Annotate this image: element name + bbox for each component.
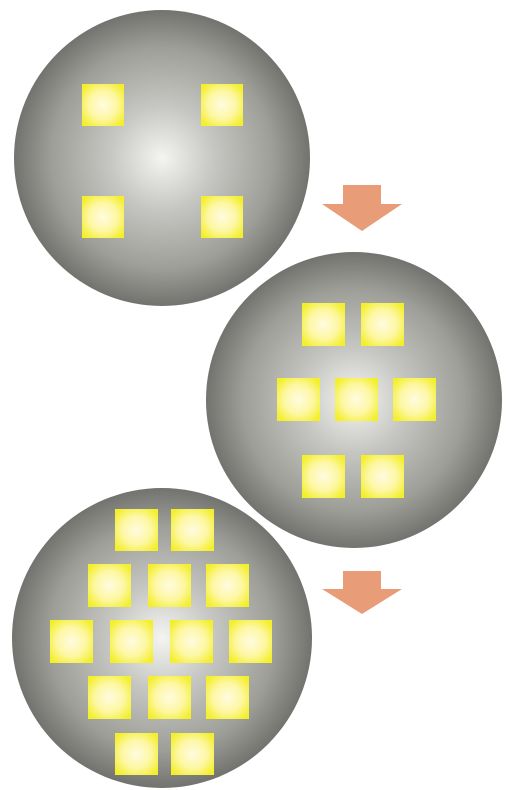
- stage-3-square: [115, 733, 158, 775]
- stage-2-square: [302, 303, 345, 346]
- down-arrow-1: [322, 185, 402, 231]
- stage-2-square: [335, 378, 378, 421]
- stage-3-square: [148, 564, 191, 607]
- stage-3-square: [171, 733, 214, 775]
- stage-3-square: [115, 509, 158, 551]
- stage-1-square: [201, 196, 243, 238]
- stage-2-square: [361, 303, 404, 346]
- stage-3-square: [148, 676, 191, 719]
- stage-1-square: [82, 196, 124, 238]
- stage-1-square: [201, 84, 243, 126]
- stage-2-square: [393, 378, 436, 421]
- stage-3-square: [170, 620, 213, 663]
- stage-3-square: [50, 620, 93, 663]
- down-arrow-2: [322, 571, 402, 614]
- stage-2-square: [277, 378, 320, 421]
- stage-3-square: [206, 564, 249, 607]
- stage-1-sphere: [14, 10, 310, 306]
- stage-1-square: [82, 84, 124, 126]
- stage-3-square: [88, 564, 131, 607]
- stage-3-square: [206, 676, 249, 719]
- stage-3-square: [88, 676, 131, 719]
- stage-2-sphere-group: [206, 252, 502, 548]
- stage-2-square: [302, 455, 345, 498]
- stage-3-square: [110, 620, 153, 663]
- stage-3-sphere-group: [12, 488, 312, 788]
- stage-2-square: [361, 455, 404, 498]
- stage-1-sphere-group: [14, 10, 310, 306]
- stage-3-square: [171, 509, 214, 551]
- stage-3-square: [229, 620, 272, 663]
